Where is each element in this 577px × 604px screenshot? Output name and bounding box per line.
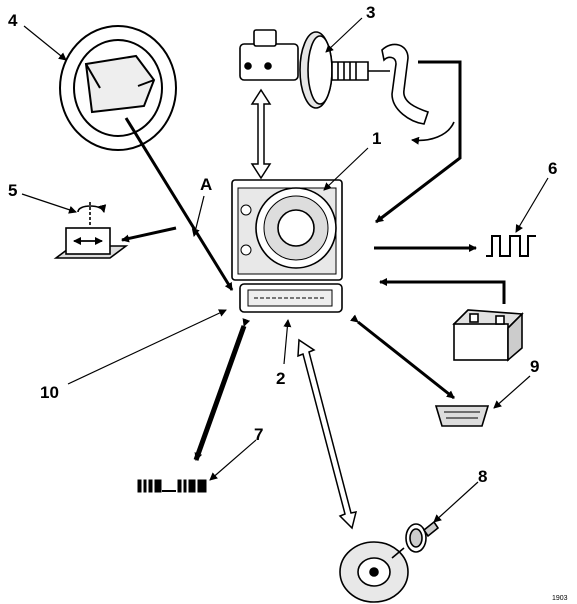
abs-computer xyxy=(239,283,343,313)
battery xyxy=(452,309,524,362)
callout-8: 8 xyxy=(478,467,487,486)
callout-9: 9 xyxy=(530,357,539,376)
link-steering-unit xyxy=(124,117,234,291)
wheel-brake-disc xyxy=(339,520,440,603)
yaw-sensor xyxy=(53,202,129,259)
link-branch-yaw xyxy=(121,226,177,243)
callout-1: 1 xyxy=(372,129,381,148)
link-unit-multiplex xyxy=(193,318,251,461)
steering-wheel xyxy=(59,25,177,151)
callout-6: 6 xyxy=(548,159,557,178)
link-unit-master-cylinder xyxy=(250,88,272,180)
callout-a: A xyxy=(200,175,212,194)
diagnostic-connector xyxy=(434,405,490,427)
brake-pedal xyxy=(381,43,455,145)
callout-7: 7 xyxy=(254,425,263,444)
callout-10: 10 xyxy=(40,383,59,402)
link-pedal-unit xyxy=(375,60,462,224)
speed-signal-output xyxy=(486,235,536,257)
link-unit-wheel xyxy=(297,338,358,530)
callout-3: 3 xyxy=(366,3,375,22)
link-battery-unit xyxy=(379,278,506,304)
multiplex-signal xyxy=(137,479,207,493)
brake-booster-master-cylinder xyxy=(239,29,390,109)
link-unit-connector xyxy=(350,314,455,400)
callout-leaders xyxy=(21,17,549,523)
figure-reference: 1903 xyxy=(552,595,568,602)
callout-5: 5 xyxy=(8,181,17,200)
callout-4: 4 xyxy=(8,11,18,30)
callout-2: 2 xyxy=(276,369,285,388)
abs-hydraulic-unit xyxy=(231,179,343,281)
